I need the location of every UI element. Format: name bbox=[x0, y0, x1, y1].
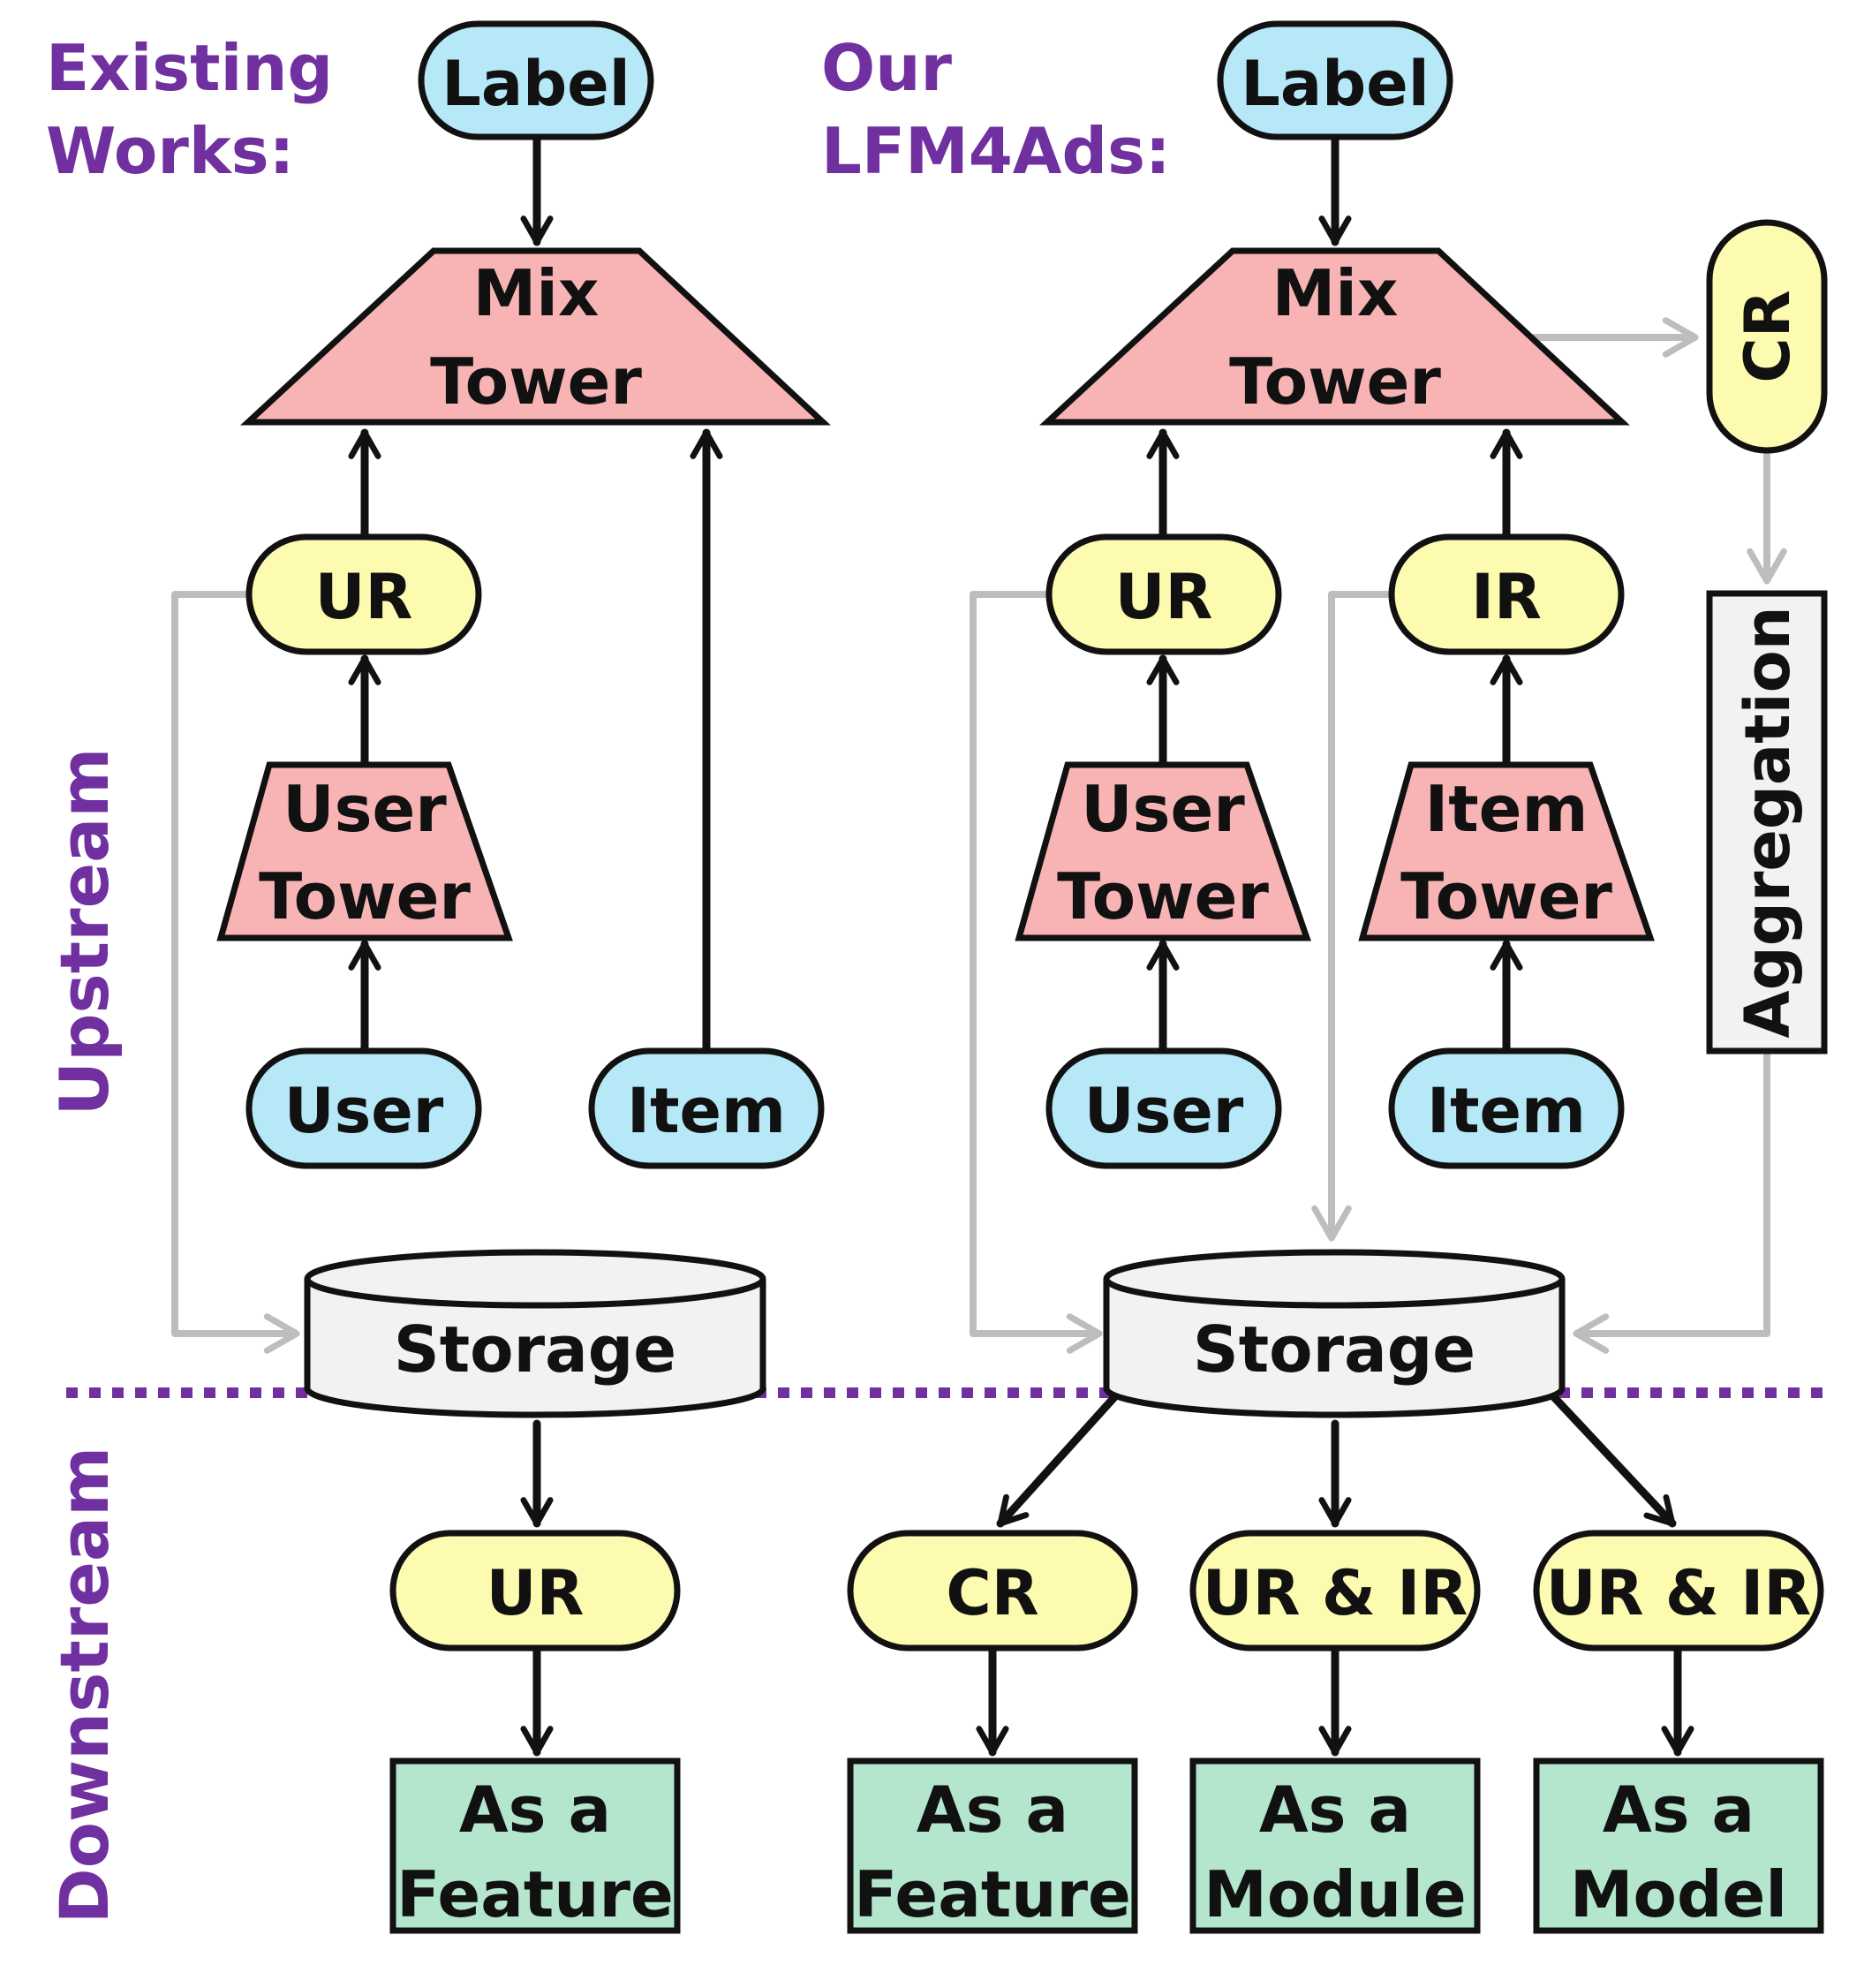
ours-as-model-box: As a Model bbox=[1533, 1757, 1824, 1934]
ours-as-module-box: As a Module bbox=[1189, 1757, 1481, 1934]
ours-label-text: Label bbox=[1241, 48, 1429, 120]
ours-cr-node: CR bbox=[1706, 219, 1828, 454]
ours-user-text: User bbox=[1084, 1075, 1244, 1147]
ours-aggregation-box: Aggregation bbox=[1706, 590, 1828, 1054]
ours-as-module-line1: As a bbox=[1259, 1773, 1411, 1847]
ours-downstream-cr-node: CR bbox=[847, 1530, 1138, 1652]
ours-label-node: Label bbox=[1217, 20, 1453, 140]
ours-storage-to-cr-arrow bbox=[996, 1392, 1120, 1528]
existing-mix-tower-line2: Tower bbox=[430, 344, 642, 419]
ours-aggregation-text: Aggregation bbox=[1732, 606, 1804, 1038]
ours-item-tower-line2: Tower bbox=[1400, 859, 1612, 934]
ours-ur-text: UR bbox=[1115, 561, 1213, 633]
existing-item-text: Item bbox=[627, 1075, 786, 1147]
existing-mix-tower-line1: Mix bbox=[473, 256, 600, 330]
ours-cr-text: CR bbox=[1732, 290, 1804, 382]
ours-as-model-line2: Model bbox=[1570, 1857, 1787, 1931]
ours-mix-tower-line1: Mix bbox=[1272, 256, 1399, 330]
ours-item-text: Item bbox=[1427, 1075, 1586, 1147]
ours-downstream-urir-model-text: UR & IR bbox=[1546, 1557, 1811, 1629]
existing-ur-node: UR bbox=[245, 533, 482, 655]
ours-mix-tower: Mix Tower bbox=[1039, 247, 1630, 426]
ours-aggregation-to-storage-flow bbox=[1573, 1051, 1770, 1354]
upstream-section-label: Upstream bbox=[45, 747, 124, 1115]
ours-storage-text: Storage bbox=[1193, 1312, 1475, 1387]
ours-user-tower-line2: Tower bbox=[1057, 859, 1269, 934]
existing-as-feature-box: As a Feature bbox=[389, 1757, 681, 1934]
ours-mix-tower-line2: Tower bbox=[1229, 344, 1441, 419]
ours-downstream-urir-module-node: UR & IR bbox=[1189, 1530, 1481, 1652]
ours-ir-to-storage-flow bbox=[1311, 591, 1392, 1242]
ours-user-tower-line1: User bbox=[1081, 772, 1245, 846]
our-lfm4ads-title-line2: LFM4Ads: bbox=[821, 114, 1171, 188]
ours-user-tower: User Tower bbox=[1015, 761, 1311, 941]
ours-downstream-cr-text: CR bbox=[946, 1557, 1038, 1629]
existing-works-title-line2: Works: bbox=[46, 114, 294, 188]
existing-label-node: Label bbox=[418, 20, 654, 140]
ours-downstream-urir-model-node: UR & IR bbox=[1533, 1530, 1824, 1652]
ours-ir-node: IR bbox=[1388, 533, 1625, 655]
ours-item-node: Item bbox=[1388, 1047, 1625, 1169]
existing-works-title-line1: Existing bbox=[46, 31, 333, 105]
ours-storage-cylinder: Storage bbox=[1103, 1249, 1566, 1418]
existing-downstream-ur-node: UR bbox=[389, 1530, 681, 1652]
existing-downstream-ur-text: UR bbox=[487, 1557, 585, 1629]
existing-item-node: Item bbox=[588, 1047, 825, 1169]
ours-as-feature-line2: Feature bbox=[854, 1857, 1131, 1931]
existing-storage-text: Storage bbox=[394, 1312, 676, 1387]
ours-as-feature-box: As a Feature bbox=[847, 1757, 1138, 1934]
existing-user-tower-line2: Tower bbox=[259, 859, 471, 934]
ours-storage-to-urir-model-arrow bbox=[1549, 1392, 1677, 1528]
existing-user-text: User bbox=[284, 1075, 444, 1147]
ours-as-feature-line1: As a bbox=[917, 1773, 1068, 1847]
existing-ur-to-storage-flow bbox=[171, 591, 300, 1354]
ours-ur-node: UR bbox=[1045, 533, 1282, 655]
existing-as-feature-line2: Feature bbox=[396, 1857, 674, 1931]
existing-mix-tower: Mix Tower bbox=[240, 247, 831, 426]
our-lfm4ads-title-line1: Our bbox=[821, 31, 952, 105]
existing-ur-text: UR bbox=[315, 561, 413, 633]
existing-user-tower-line1: User bbox=[283, 772, 447, 846]
ours-item-tower: Item Tower bbox=[1358, 761, 1655, 941]
ours-as-model-line1: As a bbox=[1603, 1773, 1755, 1847]
existing-as-feature-line1: As a bbox=[459, 1773, 611, 1847]
existing-user-node: User bbox=[245, 1047, 482, 1169]
ours-ur-to-storage-flow bbox=[970, 591, 1103, 1354]
existing-storage-cylinder: Storage bbox=[304, 1249, 766, 1418]
existing-label-text: Label bbox=[441, 48, 630, 120]
existing-user-tower: User Tower bbox=[216, 761, 513, 941]
ours-ir-text: IR bbox=[1471, 561, 1542, 633]
ours-as-module-line2: Module bbox=[1204, 1857, 1466, 1931]
downstream-section-label: Downstream bbox=[45, 1447, 124, 1924]
ours-item-tower-line1: Item bbox=[1424, 772, 1588, 846]
ours-user-node: User bbox=[1045, 1047, 1282, 1169]
ours-downstream-urir-module-text: UR & IR bbox=[1203, 1557, 1468, 1629]
